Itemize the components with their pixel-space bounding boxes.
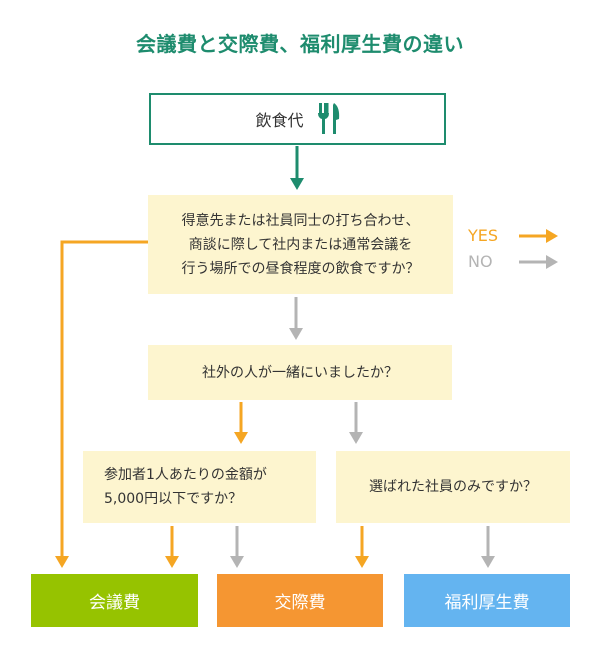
legend-no-label: NO [468, 252, 493, 271]
legend-yes-label: YES [468, 226, 499, 245]
result-entertainment-expense: 交際費 [217, 574, 383, 627]
question-line: 商談に際して社内または通常会議を [188, 236, 413, 253]
diagram-title: 会議費と交際費、福利厚生費の違い [136, 32, 464, 56]
arrow-q4-yes-to-r2 [355, 526, 369, 568]
question-line: 得意先または社員同士の打ち合わせ、 [181, 212, 420, 229]
legend-yes-arrow [519, 229, 558, 243]
arrow-q1-no-to-q2 [289, 297, 303, 340]
arrow-q1-yes-to-r1 [55, 240, 148, 568]
start-label: 飲食代 [255, 111, 304, 130]
question-selected-employees: 選ばれた社員のみですか？ [336, 451, 570, 523]
question-line: 参加者1人あたりの金額が [104, 467, 267, 483]
arrow-q3-no-to-r2 [230, 526, 244, 568]
question-line: 5,000円以下ですか？ [104, 491, 243, 507]
arrow-q3-yes-to-r1 [165, 526, 179, 568]
start-box: 飲食代 [149, 93, 446, 145]
question-line: 行う場所での昼食程度の飲食ですか？ [181, 260, 420, 277]
arrow-start-to-q1 [290, 146, 304, 190]
question-outside-guests: 社外の人が一緒にいましたか？ [148, 345, 452, 400]
legend-no-arrow [519, 255, 558, 269]
arrow-q2-no-to-q4 [349, 402, 363, 444]
result-meeting-expense: 会議費 [31, 574, 198, 627]
result-welfare-expense: 福利厚生費 [404, 574, 570, 627]
arrow-q2-yes-to-q3 [234, 402, 248, 444]
question-business-meal: 得意先または社員同士の打ち合わせ、 商談に際して社内または通常会議を 行う場所で… [148, 195, 453, 294]
arrow-q4-no-to-r3 [481, 526, 495, 568]
question-per-person-cost: 参加者1人あたりの金額が 5,000円以下ですか？ [83, 451, 316, 523]
fork-knife-icon [317, 103, 339, 134]
